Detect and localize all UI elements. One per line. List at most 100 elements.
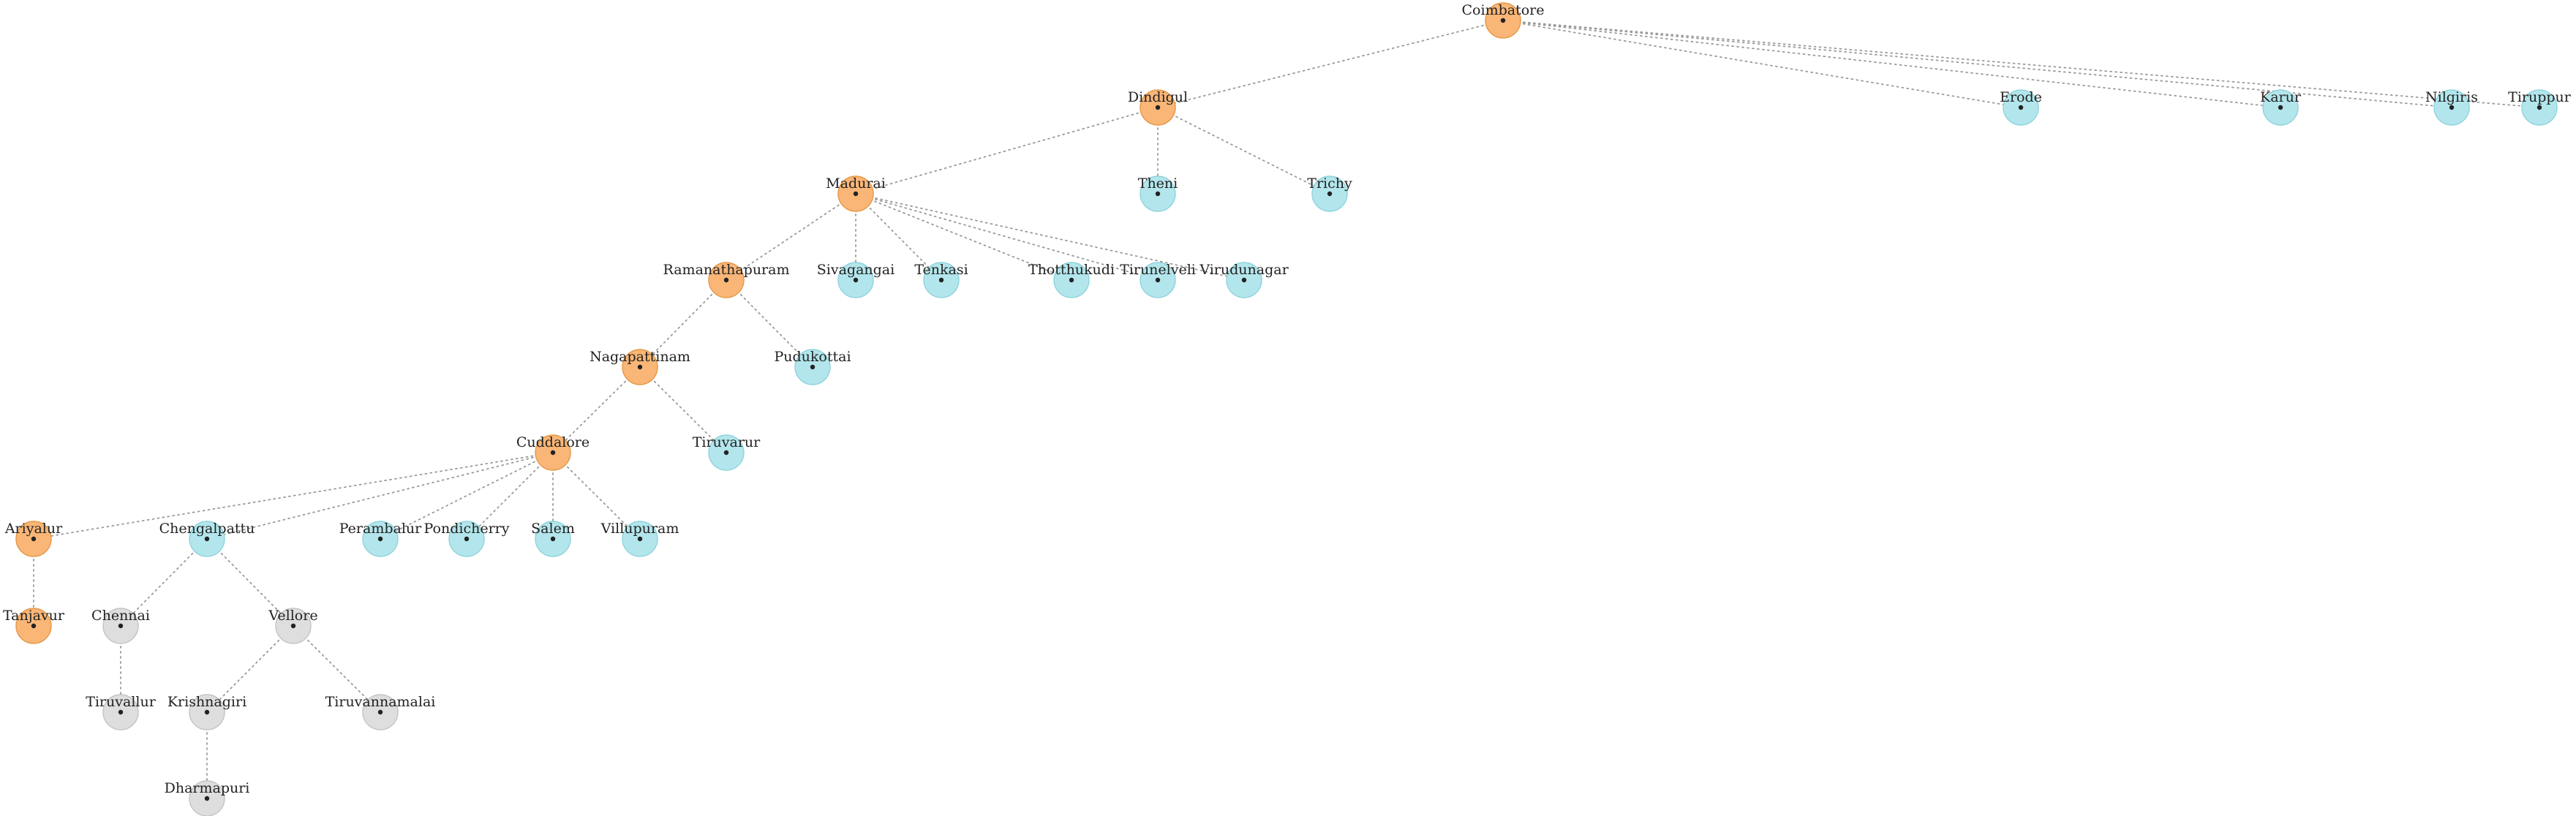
edge-madurai-ramanathapuram — [726, 193, 856, 281]
node-center-dot — [1155, 105, 1161, 110]
node-label: Madurai — [826, 175, 886, 192]
edge-cuddalore-perambalur — [380, 452, 554, 540]
node-salem[interactable]: Salem — [531, 521, 575, 557]
node-label: Trichy — [1307, 175, 1352, 192]
node-label: Vellore — [268, 608, 317, 624]
edge-vellore-tiruvannamalai — [293, 625, 381, 713]
edge-coimbatore-tiruppur — [1502, 20, 2540, 108]
node-thothukudi[interactable]: Thotthukudi — [1028, 262, 1115, 298]
node-center-dot — [1069, 277, 1074, 283]
node-karur[interactable]: Karur — [2260, 89, 2302, 126]
node-tiruvannamalai[interactable]: Tiruvannamalai — [325, 694, 436, 730]
node-center-dot — [1155, 191, 1161, 197]
node-center-dot — [723, 450, 729, 456]
node-center-dot — [290, 623, 296, 629]
node-center-dot — [2278, 105, 2283, 110]
node-tiruppur[interactable]: Tiruppur — [2508, 89, 2572, 126]
node-chennai[interactable]: Chennai — [91, 608, 150, 644]
node-villupuram[interactable]: Villupuram — [600, 521, 679, 557]
node-nilgiris[interactable]: Nilgiris — [2425, 89, 2478, 126]
edge-chengalpattu-vellore — [206, 538, 294, 627]
node-center-dot — [204, 536, 210, 542]
node-madurai[interactable]: Madurai — [826, 175, 886, 212]
node-vellore[interactable]: Vellore — [268, 608, 318, 644]
node-ramanathapuram[interactable]: Ramanathapuram — [663, 262, 790, 298]
node-center-dot — [1327, 191, 1333, 197]
edges-layer — [33, 20, 2540, 799]
node-tiruvallur[interactable]: Tiruvallur — [86, 694, 157, 730]
node-pudukottai[interactable]: Pudukottai — [774, 349, 851, 385]
node-tanjavur[interactable]: Tanjavur — [3, 608, 65, 644]
edge-madurai-tirunelveli — [855, 193, 1159, 281]
edge-ramanathapuram-pudukottai — [726, 279, 813, 368]
node-center-dot — [204, 796, 210, 801]
node-center-dot — [118, 623, 124, 629]
node-center-dot — [853, 277, 859, 283]
node-center-dot — [118, 709, 124, 715]
node-virudunagar[interactable]: Virudunagar — [1199, 262, 1289, 298]
edge-nagapattinam-cuddalore — [552, 366, 641, 453]
edge-cuddalore-chengalpattu — [206, 452, 554, 540]
edge-cuddalore-pondicherry — [466, 452, 554, 540]
edge-madurai-tenkasi — [855, 193, 942, 281]
node-center-dot — [2537, 105, 2542, 110]
node-ariyalur[interactable]: Ariyalur — [4, 521, 63, 557]
node-label: Tiruvarur — [693, 434, 761, 450]
node-label: Dindigul — [1128, 89, 1188, 105]
node-center-dot — [723, 277, 729, 283]
node-theni[interactable]: Theni — [1138, 175, 1178, 212]
node-pondicherry[interactable]: Pondicherry — [424, 521, 510, 557]
node-label: Salem — [531, 521, 575, 537]
edge-coimbatore-nilgiris — [1502, 20, 2452, 108]
node-label: Tanjavur — [3, 608, 65, 624]
node-center-dot — [637, 536, 643, 542]
node-label: Coimbatore — [1462, 2, 1545, 18]
node-label: Chengalpattu — [159, 521, 255, 537]
node-center-dot — [1500, 18, 1506, 23]
node-tiruvarur[interactable]: Tiruvarur — [693, 434, 761, 471]
node-tenkasi[interactable]: Tenkasi — [914, 262, 968, 298]
node-nagapattinam[interactable]: Nagapattinam — [590, 349, 690, 385]
node-krishnagiri[interactable]: Krishnagiri — [167, 694, 246, 730]
node-center-dot — [464, 536, 470, 542]
node-label: Tiruvallur — [86, 694, 157, 710]
edge-cuddalore-ariyalur — [33, 452, 554, 540]
node-tirunelveli[interactable]: Tirunelveli — [1120, 262, 1196, 298]
node-label: Villupuram — [600, 521, 679, 537]
node-label: Erode — [2000, 89, 2042, 105]
node-cuddalore[interactable]: Cuddalore — [516, 434, 590, 471]
node-coimbatore[interactable]: Coimbatore — [1462, 2, 1545, 39]
node-center-dot — [853, 191, 859, 197]
node-label: Tirunelveli — [1120, 262, 1196, 278]
node-label: Sivagangai — [817, 262, 895, 278]
node-dharmapuri[interactable]: Dharmapuri — [165, 780, 250, 816]
edge-coimbatore-karur — [1502, 20, 2281, 108]
node-label: Ariyalur — [4, 521, 63, 537]
node-center-dot — [550, 450, 556, 456]
node-trichy[interactable]: Trichy — [1307, 175, 1352, 212]
node-perambalur[interactable]: Perambalur — [339, 521, 422, 557]
node-center-dot — [31, 536, 37, 542]
node-label: Chennai — [91, 608, 150, 624]
node-chengalpattu[interactable]: Chengalpattu — [159, 521, 255, 557]
node-center-dot — [810, 364, 816, 370]
node-label: Tiruvannamalai — [325, 694, 436, 710]
edge-chengalpattu-chennai — [120, 538, 208, 627]
edge-coimbatore-dindigul — [1157, 20, 1504, 108]
node-label: Krishnagiri — [167, 694, 246, 710]
node-center-dot — [377, 536, 383, 542]
node-center-dot — [637, 364, 643, 370]
node-label: Tiruppur — [2508, 89, 2572, 105]
node-label: Theni — [1138, 175, 1178, 192]
node-label: Cuddalore — [516, 434, 590, 450]
node-label: Virudunagar — [1199, 262, 1289, 278]
node-label: Nilgiris — [2425, 89, 2478, 105]
node-label: Dharmapuri — [165, 780, 250, 796]
edge-dindigul-trichy — [1157, 107, 1330, 194]
node-center-dot — [1155, 277, 1161, 283]
node-dindigul[interactable]: Dindigul — [1128, 89, 1188, 126]
node-erode[interactable]: Erode — [2000, 89, 2042, 126]
node-sivagangai[interactable]: Sivagangai — [817, 262, 895, 298]
node-label: Tenkasi — [914, 262, 968, 278]
